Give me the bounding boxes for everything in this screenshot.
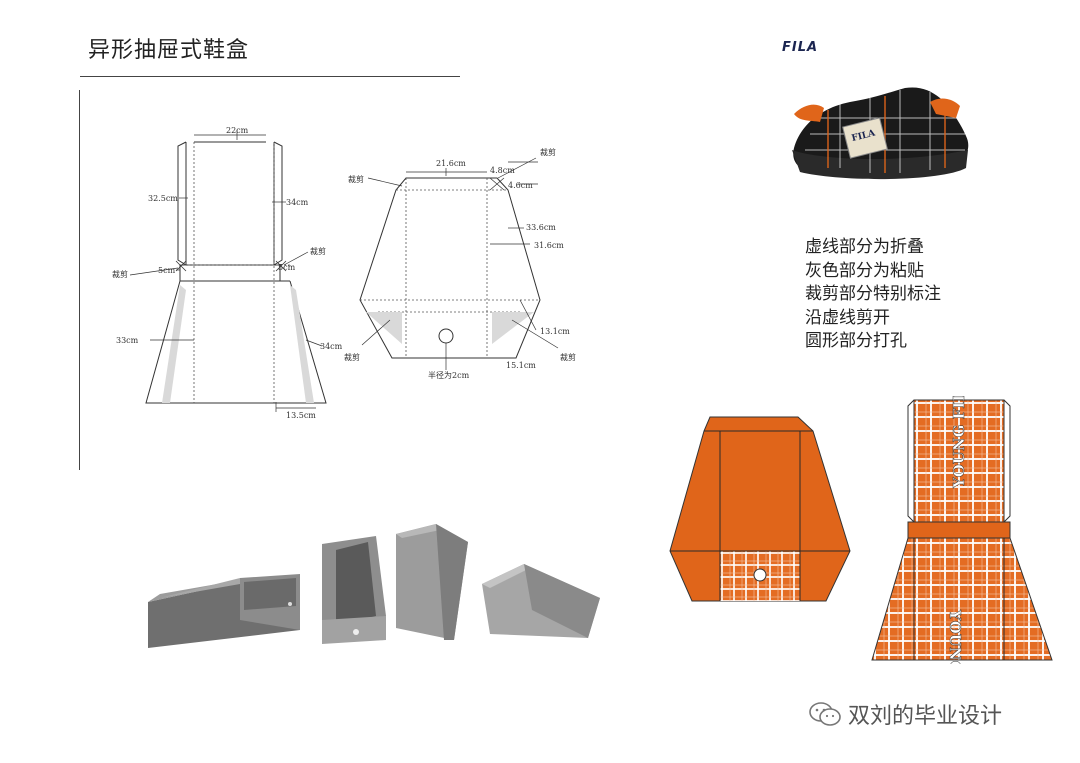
note-line: 裁剪部分特别标注 <box>805 284 941 304</box>
dim-corner-b: 4.6cm <box>508 181 533 190</box>
glue-corner-right <box>492 312 534 344</box>
dim-sleeve-right: 31.6cm <box>534 241 564 250</box>
dim-cut-top-right: 裁剪 <box>540 147 556 157</box>
print-text-top: YOUNG FILA <box>950 396 968 489</box>
dim-hole-radius: 半径为2cm <box>428 370 470 380</box>
dim-corner-a: 4.8cm <box>490 166 515 175</box>
note-line: 沿虚线剪开 <box>805 307 890 328</box>
drawer-dieline: 22cm 32.5cm 34cm 裁剪 裁剪 5cm 5cm 33cm 34cm… <box>112 126 343 420</box>
note-line: 灰色部分为粘贴 <box>805 260 924 281</box>
dim-left-height: 32.5cm <box>148 194 178 203</box>
dim-corner-c: 13.1cm <box>540 327 570 336</box>
dim-cut-bottom-left: 裁剪 <box>344 352 360 362</box>
title-divider <box>80 76 460 77</box>
glue-corner-left <box>366 312 402 344</box>
wechat-icon <box>809 702 841 726</box>
instruction-notes: 虚线部分为折叠 灰色部分为粘贴 裁剪部分特别标注 沿虚线剪开 圆形部分打孔 <box>805 236 941 354</box>
glue-strip-left <box>162 285 186 403</box>
note-line: 圆形部分打孔 <box>805 331 907 351</box>
dim-lower-right: 34cm <box>320 342 343 351</box>
dim-slant: 33.6cm <box>526 223 556 232</box>
dim-cut-bottom-right: 裁剪 <box>560 352 576 362</box>
left-divider <box>79 90 80 470</box>
dim-flap: 5cm <box>158 266 176 275</box>
dim-corner-d: 15.1cm <box>506 361 536 370</box>
watermark: 双刘的毕业设计 <box>808 698 1002 730</box>
sneaker-image: FILA <box>792 87 969 180</box>
print-text-bottom: YOUNG FILA <box>946 609 964 664</box>
note-line: 虚线部分为折叠 <box>805 237 924 257</box>
dim-top-width: 22cm <box>226 126 249 135</box>
watermark-text: 双刘的毕业设计 <box>848 704 1003 729</box>
dim-sleeve-top: 21.6cm <box>436 159 466 168</box>
page-title: 异形抽屉式鞋盒 <box>88 38 250 63</box>
punch-hole <box>438 328 454 344</box>
dim-cut-left: 裁剪 <box>112 269 128 279</box>
dim-cut-right: 裁剪 <box>310 246 326 256</box>
box-3d-renders <box>148 524 600 648</box>
dim-lower-left: 33cm <box>116 336 139 345</box>
sleeve-dieline: 21.6cm 4.8cm 4.6cm 裁剪 裁剪 33.6cm 31.6cm 1… <box>344 147 576 380</box>
dim-bottom: 13.5cm <box>286 411 316 420</box>
dim-right-height: 34cm <box>286 198 309 207</box>
orange-drawer-print: YOUNG FILA YOUNG FILA <box>871 396 1053 664</box>
fila-logo: FILA <box>782 40 819 55</box>
dim-flap-right: 5cm <box>278 263 296 272</box>
dim-cut-top-left: 裁剪 <box>348 174 364 184</box>
glue-strip-right <box>290 285 314 403</box>
orange-sleeve-print <box>669 416 851 602</box>
